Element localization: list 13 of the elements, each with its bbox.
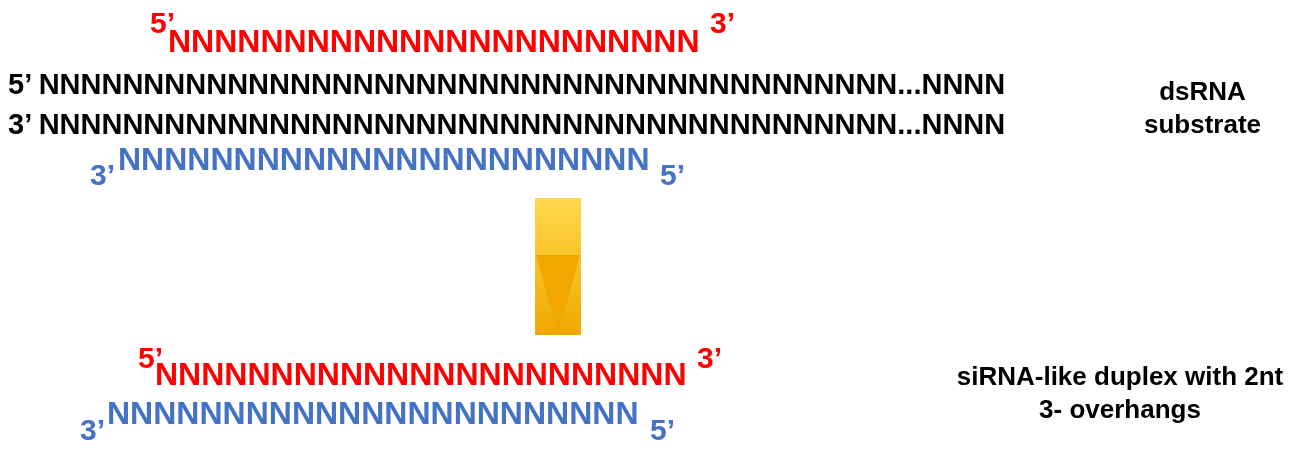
end-label: 5’ xyxy=(650,415,676,445)
strand-sequence: 3’ NNNNNNNNNNNNNNNNNNNNNNNNNNNNNNNNNNNNNNNNN...NNNN xyxy=(8,110,1006,139)
end-label: 3’ xyxy=(80,415,106,445)
strand-sequence: 5’ NNNNNNNNNNNNNNNNNNNNNNNNNNNNNNNNNNNNNNNNN...NNNN xyxy=(8,70,1006,99)
end-label: 3’ xyxy=(710,8,736,38)
strand-sequence: NNNNNNNNNNNNNNNNNNNNNNN xyxy=(118,143,650,175)
end-label: 3’ xyxy=(90,160,116,190)
strand-sequence: NNNNNNNNNNNNNNNNNNNNNNN xyxy=(107,397,639,429)
caption-label: dsRNA substrate xyxy=(1142,75,1262,140)
end-label: 5’ xyxy=(660,160,686,190)
arrow xyxy=(535,198,581,335)
end-label: 3’ xyxy=(697,343,723,373)
caption-label: siRNA-like duplex with 2nt 3- overhangs xyxy=(955,360,1285,425)
